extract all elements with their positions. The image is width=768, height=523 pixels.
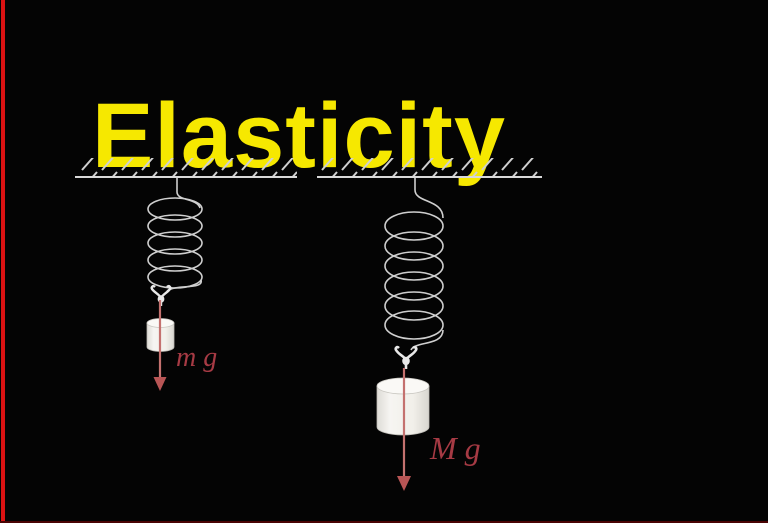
right-hook-icon bbox=[394, 345, 418, 369]
left-weight-arrow-icon bbox=[153, 300, 167, 391]
left-spring-coils-icon bbox=[147, 197, 203, 289]
left-spring-wire-bottom bbox=[166, 279, 202, 292]
left-spring-wire-top bbox=[176, 178, 201, 209]
left-spring-assembly bbox=[75, 158, 297, 391]
large-weight-label: M g bbox=[430, 430, 481, 466]
right-spring-wire-top bbox=[414, 178, 444, 219]
right-spring-wire-bottom bbox=[410, 329, 444, 351]
right-spring-coils-icon bbox=[384, 211, 444, 340]
ceiling-hatch-left-icon bbox=[75, 158, 297, 178]
right-weight-arrow-icon bbox=[397, 368, 411, 491]
right-spring-assembly bbox=[317, 158, 542, 491]
ceiling-hatch-right-icon bbox=[317, 158, 542, 178]
small-weight-label: m g bbox=[176, 342, 218, 373]
red-bottom-border bbox=[0, 521, 768, 523]
red-left-border bbox=[1, 0, 5, 523]
